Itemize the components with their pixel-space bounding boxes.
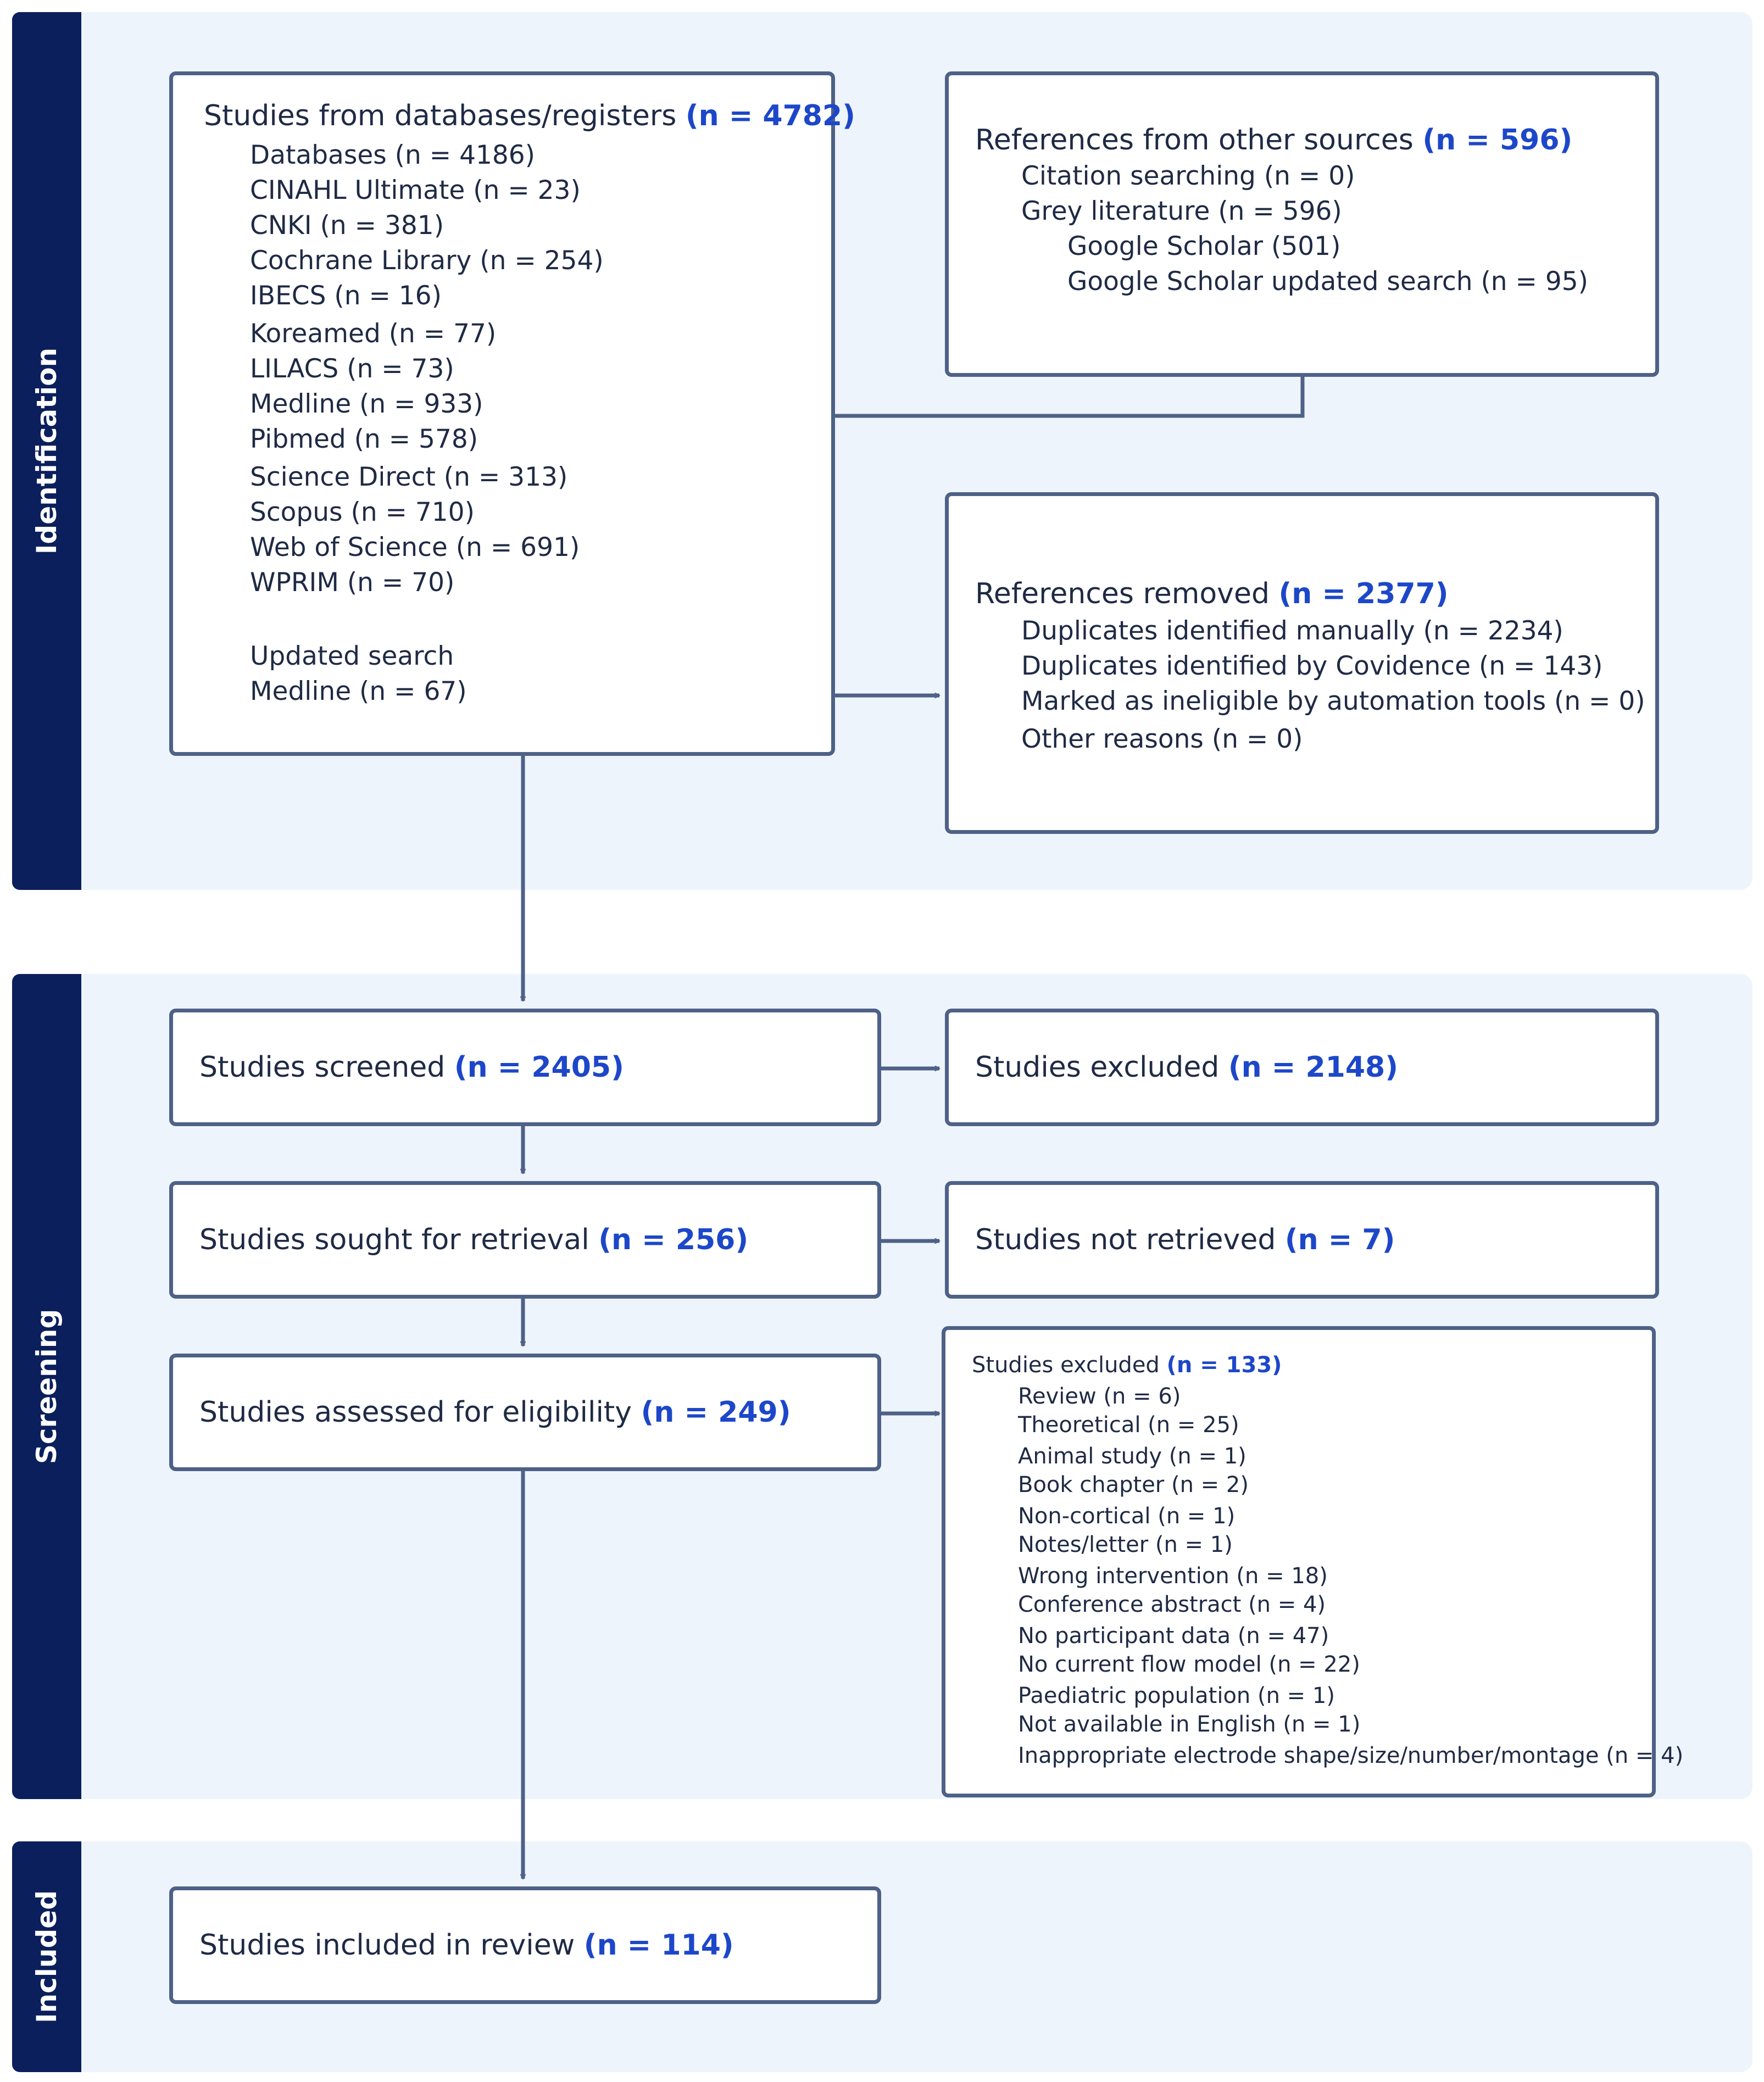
other-sources-box: References from other sources (n = 596) … xyxy=(945,71,1659,377)
removed-item: Duplicates identified manually (n = 2234… xyxy=(1021,616,1563,646)
screening-side-bar: Screening xyxy=(12,974,81,1799)
exclusion-reason: Wrong intervention (n = 18) xyxy=(1018,1563,1328,1589)
screened-line: Studies screened (n = 2405) xyxy=(199,1012,624,1122)
removed-item: Marked as ineligible by automation tools… xyxy=(1021,686,1645,716)
db-item: Science Direct (n = 313) xyxy=(250,462,568,492)
not-retrieved-line: Studies not retrieved (n = 7) xyxy=(975,1185,1395,1295)
db-item: CNKI (n = 381) xyxy=(250,210,444,241)
other-sources-count: (n = 596) xyxy=(1422,124,1573,157)
studies-sought-box: Studies sought for retrieval (n = 256) xyxy=(169,1181,881,1299)
sought-line: Studies sought for retrieval (n = 256) xyxy=(199,1185,748,1295)
exclusion-reason: Inappropriate electrode shape/size/numbe… xyxy=(1018,1743,1684,1768)
db-item: Scopus (n = 710) xyxy=(250,497,475,527)
removed-item: Other reasons (n = 0) xyxy=(1021,724,1303,754)
excluded-full-title: Studies excluded (n = 133) xyxy=(972,1354,1282,1376)
studies-excluded-full-box: Studies excluded (n = 133) Review (n = 6… xyxy=(942,1326,1683,1797)
included-side-bar: Included xyxy=(12,1841,81,2072)
db-item: Medline (n = 933) xyxy=(250,389,483,419)
exclusion-reason: Non-cortical (n = 1) xyxy=(1018,1504,1236,1529)
exclusion-reason: Theoretical (n = 25) xyxy=(1018,1412,1239,1438)
included-review-label: Studies included in review xyxy=(199,1929,575,1962)
other-source-subitem: Google Scholar (501) xyxy=(1067,231,1341,261)
removed-count: (n = 2377) xyxy=(1278,577,1449,610)
exclusion-reason: Book chapter (n = 2) xyxy=(1018,1472,1249,1498)
other-source-item: Grey literature (n = 596) xyxy=(1021,196,1342,226)
connector-other-sources xyxy=(834,375,1305,418)
databases-title: Studies from databases/registers (n = 47… xyxy=(204,102,855,130)
studies-assessed-box: Studies assessed for eligibility (n = 24… xyxy=(169,1354,881,1471)
included-count: (n = 114) xyxy=(583,1929,734,1962)
db-item: LILACS (n = 73) xyxy=(250,354,454,384)
excluded-screen-label: Studies excluded xyxy=(975,1051,1220,1084)
included-line: Studies included in review (n = 114) xyxy=(199,1890,734,2000)
updated-search-label: Updated search xyxy=(250,641,454,671)
assessed-label: Studies assessed for eligibility xyxy=(199,1396,632,1429)
exclusion-reason: Not available in English (n = 1) xyxy=(1018,1712,1361,1737)
db-item: Databases (n = 4186) xyxy=(250,140,536,170)
not-retrieved-count: (n = 7) xyxy=(1284,1223,1395,1256)
excluded-full-title-text: Studies excluded xyxy=(972,1352,1160,1378)
other-sources-title-text: References from other sources xyxy=(975,124,1414,157)
references-removed-box: References removed (n = 2377) Duplicates… xyxy=(945,492,1659,834)
other-source-item: Citation searching (n = 0) xyxy=(1021,161,1355,191)
excluded-screen-count: (n = 2148) xyxy=(1228,1051,1398,1084)
removed-item: Duplicates identified by Covidence (n = … xyxy=(1021,651,1603,681)
db-item: Web of Science (n = 691) xyxy=(250,532,580,563)
exclusion-reason: Review (n = 6) xyxy=(1018,1384,1181,1409)
assessed-count: (n = 249) xyxy=(641,1396,791,1429)
db-item: Pibmed (n = 578) xyxy=(250,424,478,454)
db-item: IBECS (n = 16) xyxy=(250,281,442,311)
studies-included-box: Studies included in review (n = 114) xyxy=(169,1886,881,2004)
identification-side-bar: Identification xyxy=(12,12,81,890)
sought-count: (n = 256) xyxy=(598,1223,749,1256)
studies-excluded-screen-box: Studies excluded (n = 2148) xyxy=(945,1009,1659,1126)
removed-title-text: References removed xyxy=(975,577,1270,610)
not-retrieved-label: Studies not retrieved xyxy=(975,1223,1276,1256)
exclusion-reason: Conference abstract (n = 4) xyxy=(1018,1592,1326,1617)
studies-not-retrieved-box: Studies not retrieved (n = 7) xyxy=(945,1181,1659,1299)
db-item: Koreamed (n = 77) xyxy=(250,319,497,349)
exclusion-reason: Paediatric population (n = 1) xyxy=(1018,1683,1335,1708)
screened-count: (n = 2405) xyxy=(454,1051,624,1084)
screened-label: Studies screened xyxy=(199,1051,446,1084)
excluded-full-count: (n = 133) xyxy=(1166,1352,1282,1378)
db-item: Cochrane Library (n = 254) xyxy=(250,246,604,276)
excluded-screen-line: Studies excluded (n = 2148) xyxy=(975,1012,1398,1122)
studies-screened-box: Studies screened (n = 2405) xyxy=(169,1009,881,1126)
db-item: WPRIM (n = 70) xyxy=(250,567,455,598)
exclusion-reason: Notes/letter (n = 1) xyxy=(1018,1532,1233,1557)
databases-box: Studies from databases/registers (n = 47… xyxy=(169,71,855,756)
exclusion-reason: No current flow model (n = 22) xyxy=(1018,1652,1360,1677)
sought-label: Studies sought for retrieval xyxy=(199,1223,589,1256)
exclusion-reason: No participant data (n = 47) xyxy=(1018,1623,1329,1649)
db-item: CINAHL Ultimate (n = 23) xyxy=(250,175,581,205)
databases-title-text: Studies from databases/registers xyxy=(204,99,677,132)
other-sources-title: References from other sources (n = 596) xyxy=(975,126,1572,154)
other-source-subitem: Google Scholar updated search (n = 95) xyxy=(1067,266,1588,297)
exclusion-reason: Animal study (n = 1) xyxy=(1018,1444,1247,1469)
databases-count: (n = 4782) xyxy=(685,99,855,132)
assessed-line: Studies assessed for eligibility (n = 24… xyxy=(199,1357,791,1467)
removed-title: References removed (n = 2377) xyxy=(975,580,1449,608)
updated-search-item: Medline (n = 67) xyxy=(250,676,467,706)
